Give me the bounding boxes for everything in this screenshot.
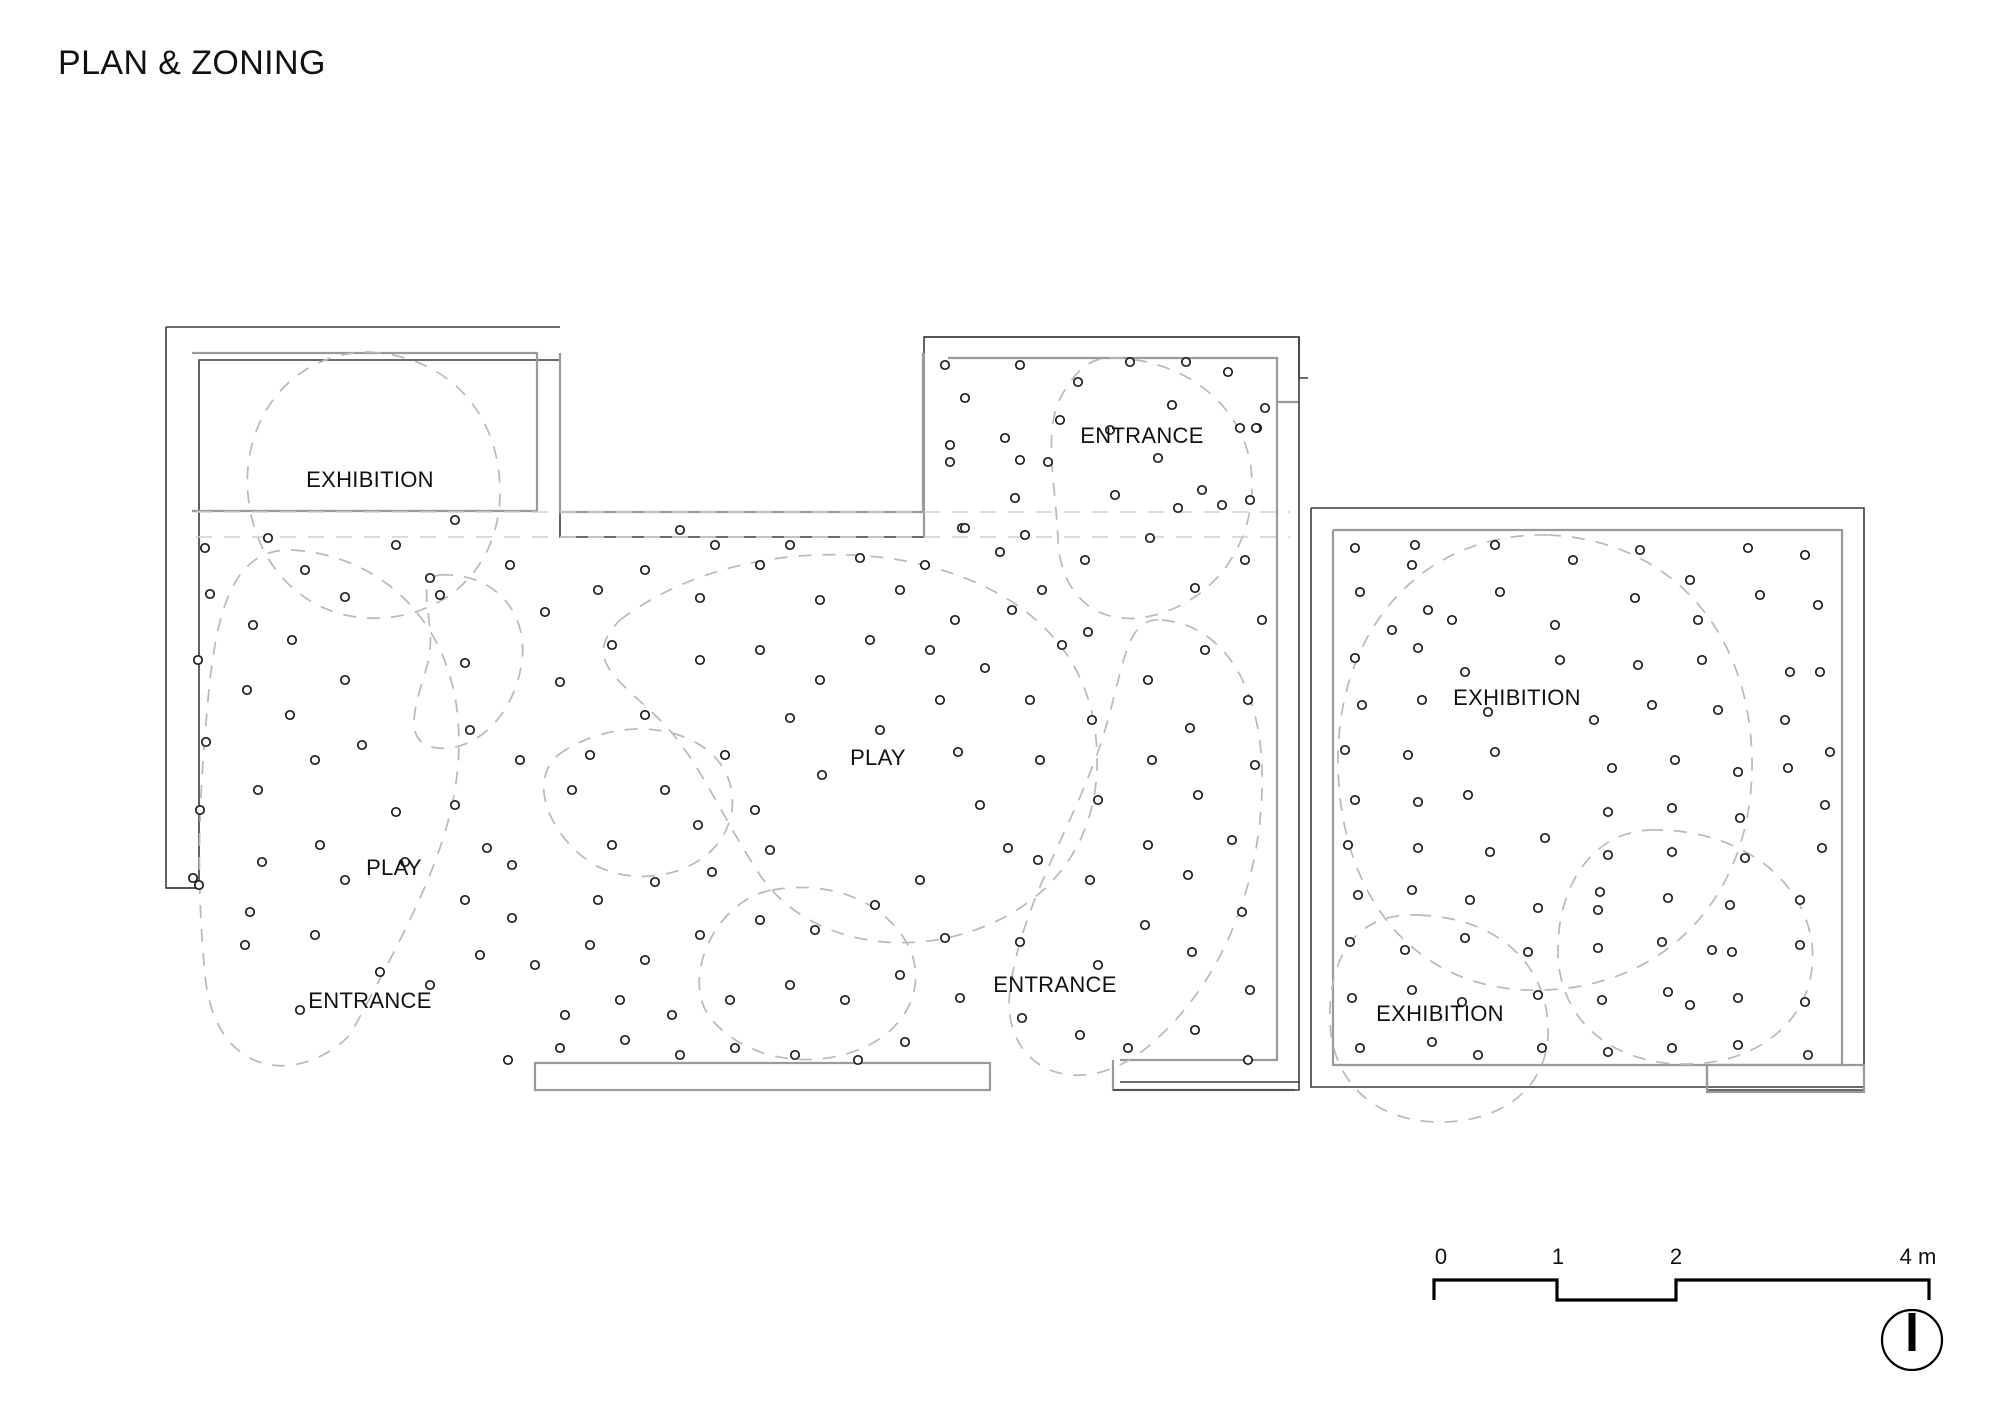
wall-center-right-outer (1120, 378, 1300, 1083)
wall-left-room-inner (192, 351, 539, 513)
page-title: PLAN & ZONING (58, 44, 326, 82)
wall-bottom-right-slab-outer (1113, 1082, 1300, 1091)
zone-label-group: EXHIBITION ENTRANCE PLAY EXHIBITION PLAY… (306, 423, 1581, 1026)
zone-label-play-center: PLAY (850, 745, 906, 770)
north-needle-icon (1908, 1313, 1916, 1351)
zone-play-lower (698, 886, 917, 1061)
zone-label-exhibition-right: EXHIBITION (1453, 685, 1581, 710)
scale-tick-0: 0 (1435, 1244, 1447, 1269)
scale-tick-4m: 4 m (1900, 1244, 1937, 1269)
scale-bar-graphic (1432, 1278, 1931, 1302)
zone-exhibition-left (246, 351, 501, 619)
zone-exhibition-right-lower (1329, 914, 1549, 1123)
zone-label-entrance-top: ENTRANCE (1080, 423, 1203, 448)
zone-play-center (602, 553, 1098, 944)
courtyard-notch-inner (558, 353, 925, 514)
wall-bottom-center-slab (533, 1061, 992, 1092)
zone-label-play-left: PLAY (366, 855, 422, 880)
zone-exhibition-right-side (1557, 829, 1814, 1065)
wall-right-corner-slab (1705, 1063, 1866, 1094)
zone-label-entrance-center: ENTRANCE (993, 972, 1116, 997)
wall-center-top-outer (924, 336, 1300, 378)
wall-center-right-inner (1120, 402, 1279, 1062)
zone-blob-midleft (413, 574, 524, 750)
wall-left-wing-outer (165, 327, 1308, 889)
zone-label-exhibition-left: EXHIBITION (306, 467, 434, 492)
marker-dots (187, 356, 1836, 1066)
north-indicator (1880, 1308, 1944, 1372)
scale-tick-2: 2 (1670, 1244, 1682, 1269)
wall-right-wing-outer-left (1310, 508, 1707, 1088)
wall-right-wing-outer (1311, 507, 1865, 1088)
grid-dashed-lines (196, 511, 1290, 538)
scale-bar: 0 1 2 4 m (1432, 1244, 1937, 1302)
scale-tick-1: 1 (1552, 1244, 1564, 1269)
zone-label-exhibition-right-lower: EXHIBITION (1376, 1001, 1504, 1026)
wall-bottom-right-slab (1111, 1060, 1295, 1092)
wall-outlines (165, 326, 1866, 1094)
zone-label-entrance-left: ENTRANCE (308, 988, 431, 1013)
zone-boundaries (198, 351, 1814, 1123)
wall-right-wing-inner-left (1331, 530, 1707, 1067)
zone-exhibition-right-upper (1337, 534, 1753, 991)
zone-entrance-lower (1008, 619, 1263, 1077)
zone-play-left (198, 549, 460, 1067)
zone-blob-center-small (542, 728, 734, 878)
zone-entrance-center (1050, 357, 1253, 620)
wall-center-top-inner (948, 356, 1299, 404)
